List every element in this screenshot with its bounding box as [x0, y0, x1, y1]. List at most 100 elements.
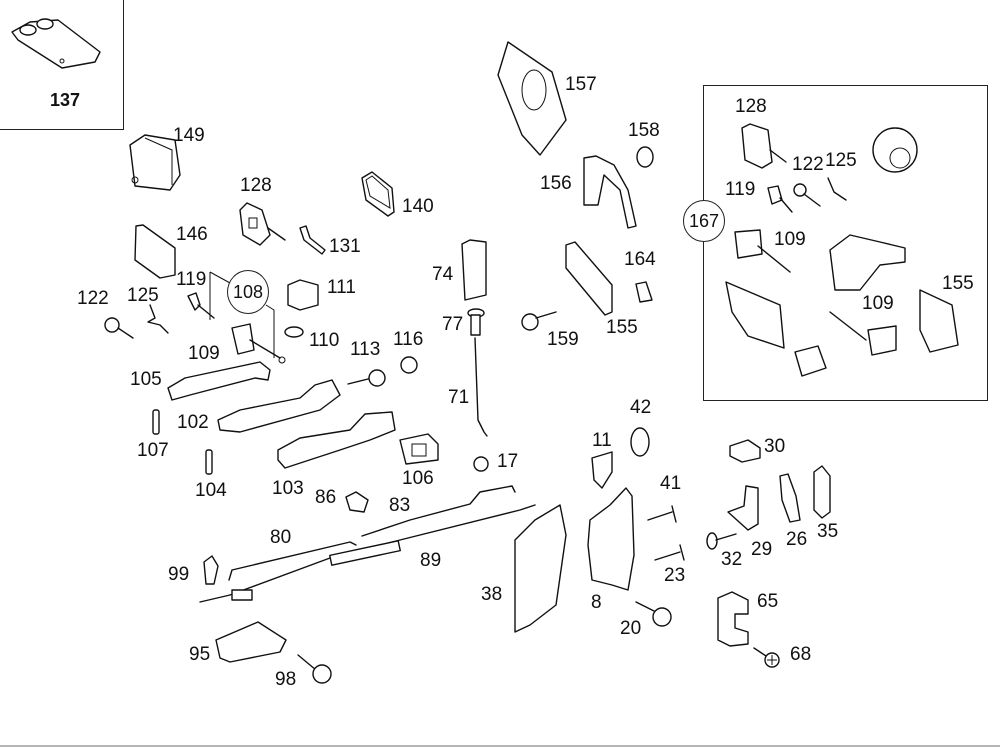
part-137-plate: [11, 18, 101, 69]
label-74: 74: [432, 264, 454, 285]
part-103-gasket: [277, 411, 396, 469]
label-95: 95: [189, 644, 211, 665]
part-99-clip: [203, 555, 219, 585]
label-105: 105: [130, 369, 162, 390]
label-164: 164: [624, 249, 656, 270]
label-77: 77: [442, 314, 464, 335]
label-109: 109: [188, 343, 220, 364]
label-20: 20: [620, 618, 642, 639]
label-159: 159: [547, 329, 579, 350]
label-156: 156: [540, 173, 572, 194]
label-23: 23: [664, 565, 686, 586]
label-103: 103: [272, 478, 304, 499]
part-116-clip: [400, 356, 418, 374]
inset-167-parts: [725, 123, 959, 377]
part-105-handle: [167, 361, 271, 401]
part-146-bracket: [134, 224, 176, 279]
inset-label-155: 155: [942, 273, 974, 294]
inset-box-137: [0, 0, 124, 130]
part-107-pin: [152, 409, 160, 435]
part-20-bolt: [635, 601, 672, 627]
callout-167: 167: [683, 200, 725, 242]
part-157-plate: [497, 41, 567, 156]
part-95-handle: [215, 621, 287, 663]
label-102: 102: [177, 412, 209, 433]
label-104: 104: [195, 480, 227, 501]
label-32: 32: [721, 549, 743, 570]
part-113-bolt: [347, 369, 386, 387]
part-158-nut: [636, 146, 654, 168]
part-68-screw: [753, 647, 780, 668]
part-119-key: [187, 292, 215, 319]
part-11-lever: [591, 451, 613, 489]
inset-label-122: 122: [792, 154, 824, 175]
label-131: 131: [329, 236, 361, 257]
part-106-bracket: [399, 433, 439, 465]
label-113: 113: [350, 339, 381, 360]
label-83: 83: [389, 495, 411, 516]
label-125: 125: [127, 285, 159, 306]
inset-label-125: 125: [825, 150, 857, 171]
label-30: 30: [764, 436, 786, 457]
inset-label-109a: 109: [774, 229, 806, 250]
part-159-screw: [521, 311, 557, 331]
part-131-blade: [299, 225, 326, 255]
part-65-striker: [717, 591, 749, 647]
label-8: 8: [591, 592, 602, 613]
part-23-screw: [654, 544, 685, 561]
label-65: 65: [757, 591, 779, 612]
label-149: 149: [173, 125, 205, 146]
part-122-key: [104, 317, 134, 339]
label-42: 42: [630, 397, 652, 418]
label-116: 116: [393, 329, 424, 350]
part-140-seal: [361, 171, 395, 217]
part-102-handle: [217, 379, 341, 433]
label-86: 86: [315, 487, 337, 508]
callout-108-leader: [209, 271, 275, 358]
label-41: 41: [660, 473, 682, 494]
part-110-spring: [284, 326, 304, 338]
part-156-bracket: [583, 155, 637, 229]
part-83-rod: [361, 485, 516, 537]
label-157: 157: [565, 74, 597, 95]
part-104-pin: [205, 449, 213, 475]
part-111-clip: [287, 279, 319, 311]
label-158: 158: [628, 120, 660, 141]
label-110: 110: [309, 330, 340, 351]
part-32-screw: [706, 532, 737, 550]
part-71-rod: [474, 337, 488, 437]
bottom-divider: [0, 745, 1000, 747]
part-26-plate: [779, 473, 801, 523]
part-98-bolt: [297, 654, 332, 684]
part-89-cable: [199, 504, 536, 603]
label-140: 140: [402, 196, 434, 217]
label-146: 146: [176, 224, 208, 245]
inset-box-167: [703, 85, 988, 401]
label-122: 122: [77, 288, 109, 309]
part-38-guard: [514, 504, 567, 633]
part-164-clip: [635, 281, 653, 303]
part-77-sleeve: [467, 308, 485, 336]
part-41-screw: [647, 505, 677, 523]
part-74-knob: [461, 239, 487, 301]
label-128: 128: [240, 175, 272, 196]
part-125-key: [147, 304, 169, 334]
label-98: 98: [275, 669, 297, 690]
part-17-clip: [473, 456, 489, 472]
label-99: 99: [168, 564, 190, 585]
part-109-cylinder: [231, 323, 286, 364]
callout-108: 108: [227, 270, 269, 314]
label-137: 137: [50, 90, 81, 110]
part-149-cap: [129, 134, 181, 191]
label-35: 35: [817, 521, 839, 542]
part-155-unit: [565, 241, 613, 316]
label-106: 106: [402, 468, 434, 489]
label-26: 26: [786, 529, 808, 550]
part-80-rod: [228, 541, 357, 581]
inset-label-119: 119: [725, 179, 756, 200]
part-128-key: [239, 202, 286, 246]
part-42-seal: [630, 427, 650, 457]
part-8-lock: [587, 487, 635, 591]
